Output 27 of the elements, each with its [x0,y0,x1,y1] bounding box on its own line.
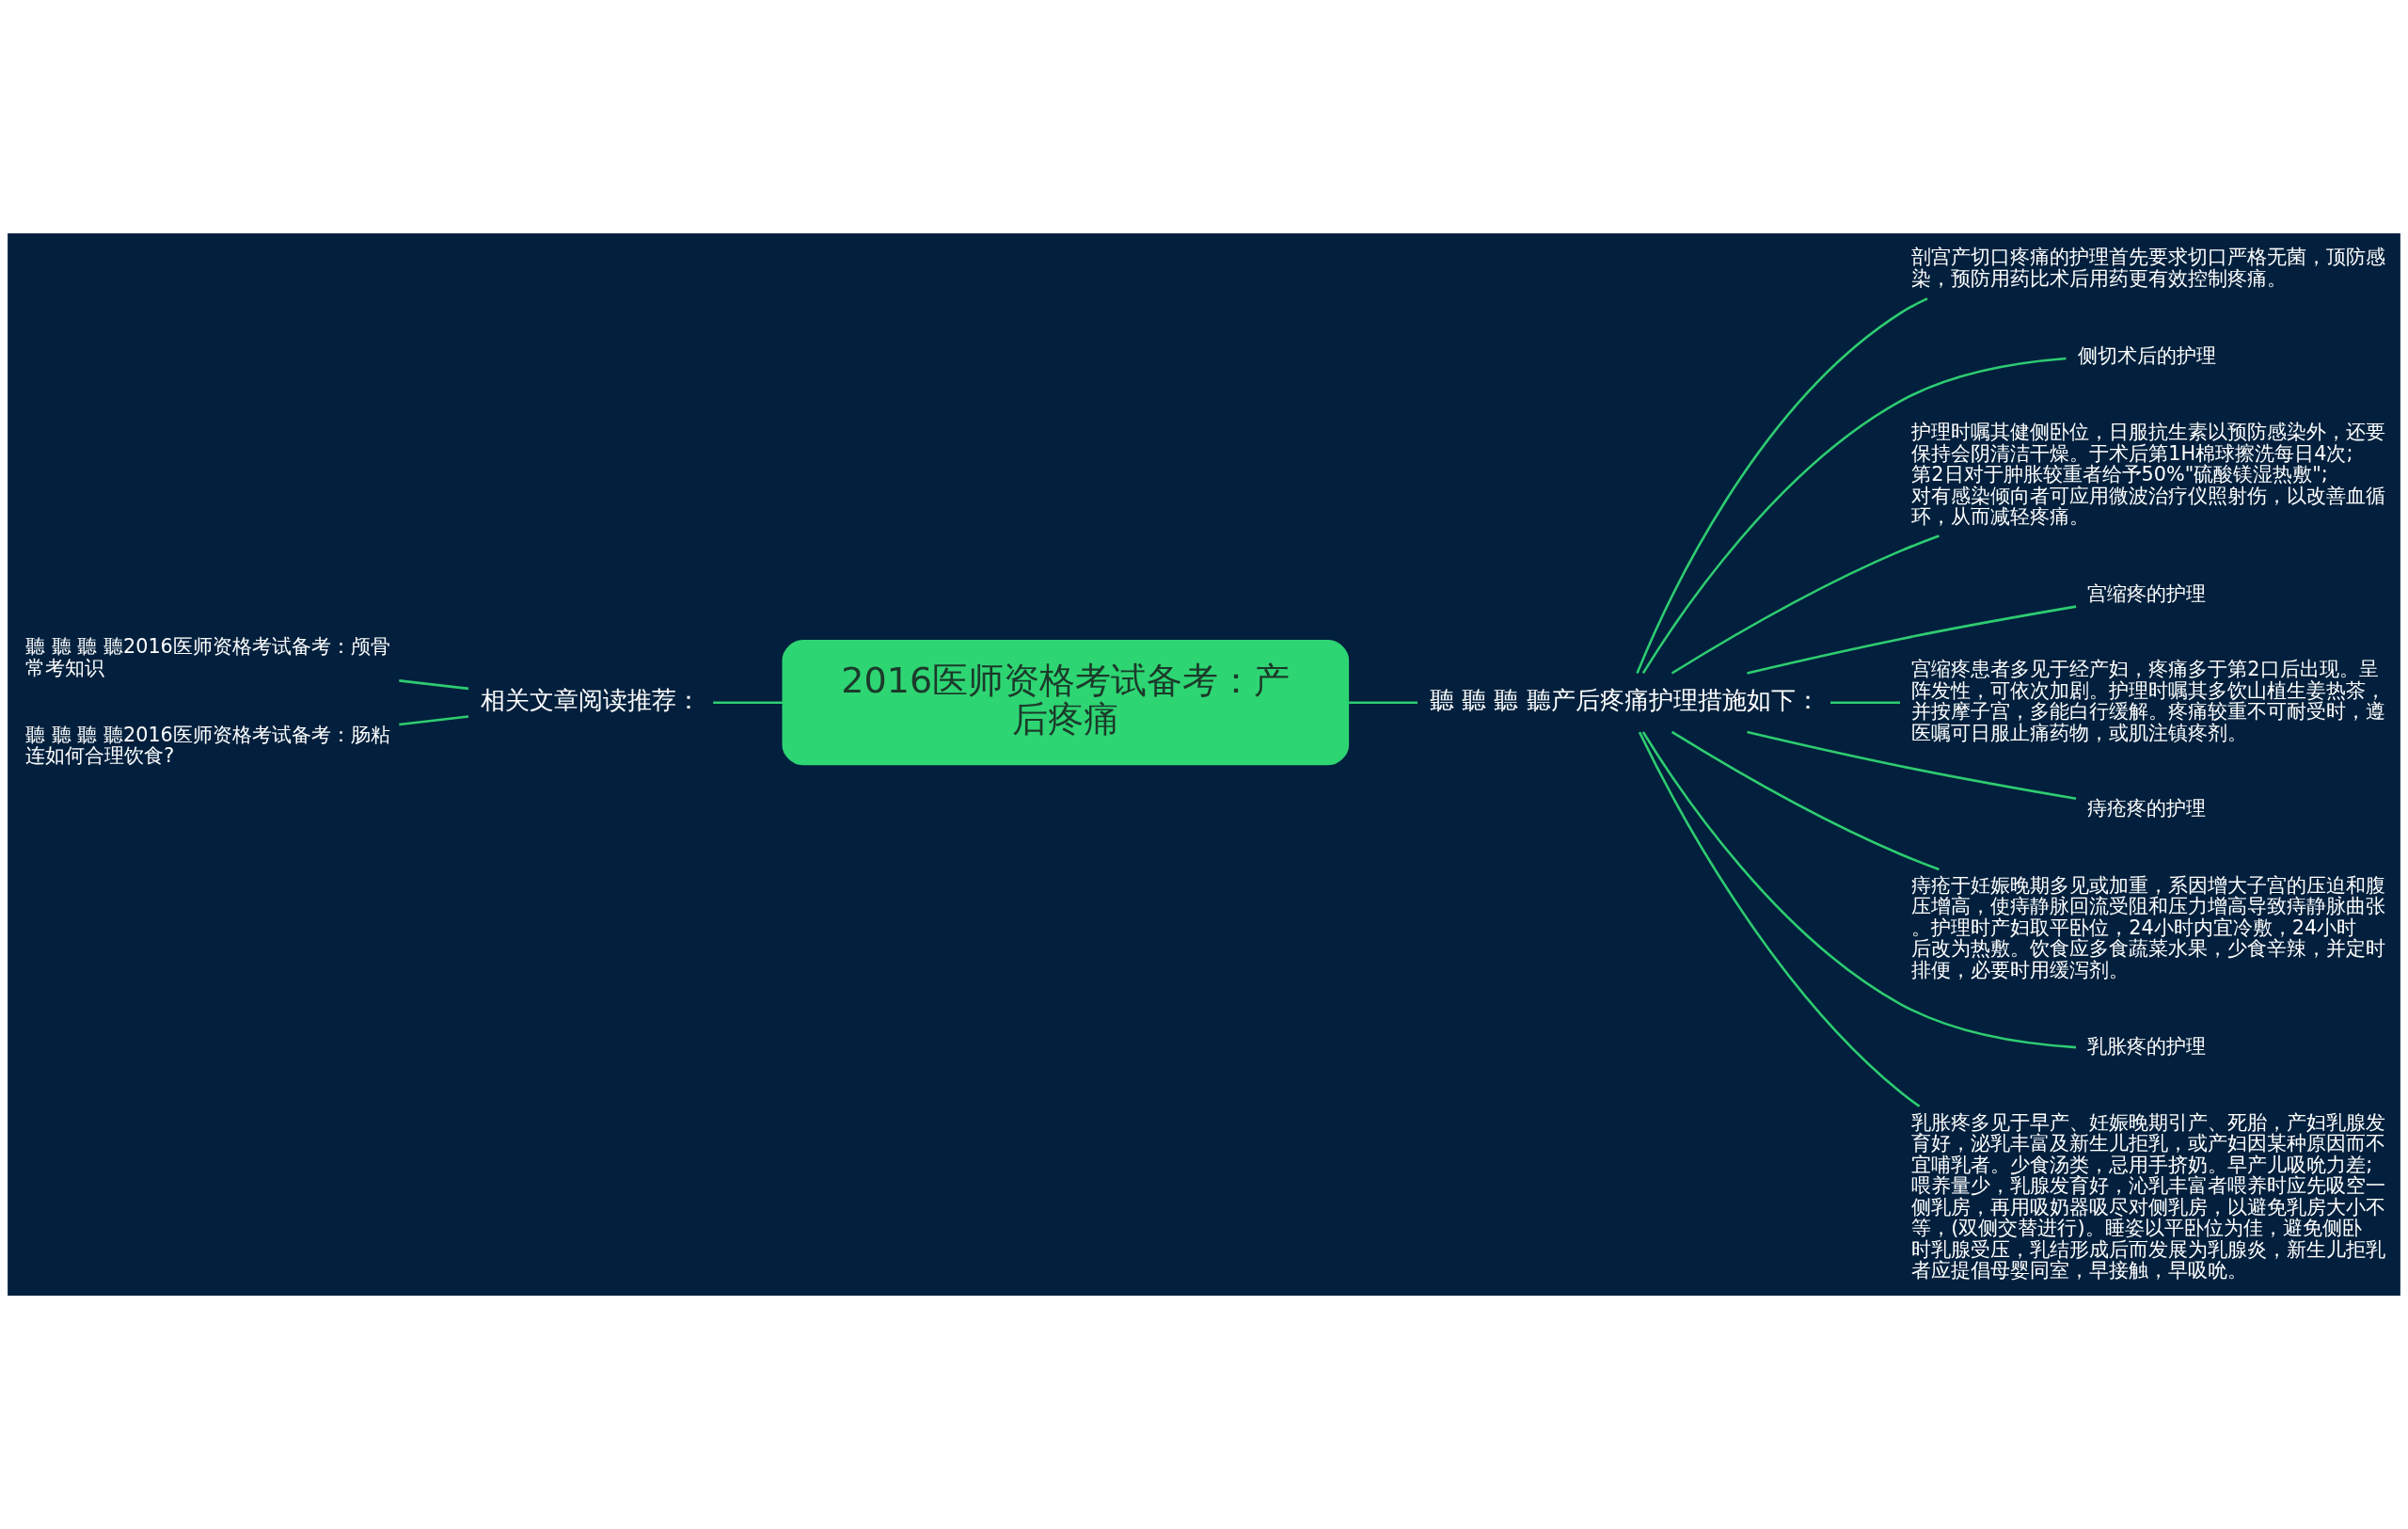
connector [1830,701,1900,704]
connector [1671,534,1940,675]
connector [1747,605,2077,675]
connector [1636,297,1928,674]
connector [1747,730,2077,801]
connector [399,679,469,691]
node-text: 宫缩疼的护理 [2087,581,2207,605]
connector [1641,357,2067,675]
node-text: 剖宫产切口疼痛的护理首先要求切口严格无菌，顶防感染，预防用药比术后用药更有效控制疼痛。 [1911,246,2386,290]
node-text: 痔疮于妊娠晚期多见或加重，系因增大子宫的压迫和腹压增高，使痔静脉回流受阻和压力增高导致痔静脉曲张。护理时产妇取平卧位，24小时内宜冷敷，24小时后改为热敷。饮食应多食蔬菜水果，少食辛辣，并定时排便，必要时用缓泻剂。 [1911,873,2386,981]
node-text: 相关文章阅读推荐： [481,685,702,714]
connector [713,701,784,704]
connector [399,715,469,726]
node-text: 聽 聽 聽 聽产后疼痛护理措施如下： [1429,685,1820,714]
node-text: 侧切术后的护理 [2078,343,2216,367]
connector [1638,731,1921,1107]
node-text: 护理时嘱其健侧卧位，日服抗生素以预防感染外，还要保持会阴清洁干燥。于术后第1H棉球擦洗每日4次;第2日对于肿胀较重者给予50%"硫酸镁湿热敷";对有感染倾向者可应用微波治疗仪照射伤，以改善血循环，从而减轻疼痛。 [1911,421,2386,529]
connector [1671,730,1940,871]
node-text: 痔疮疼的护理 [2087,797,2207,820]
node-text: 乳胀疼的护理 [2087,1035,2207,1059]
connector [1641,731,2077,1049]
node-text: 乳胀疼多见于早产、妊娠晚期引产、死胎，产妇乳腺发育好，泌乳丰富及新生儿拒乳，或产妇因某种原因而不宜哺乳者。少食汤类，忌用手挤奶。早产儿吸吮力差;喂养量少，乳腺发育好，沁乳丰富者喂养时应先吸空一侧乳房，再用吸奶器吸尽对侧乳房，以避免乳房大小不等，(双侧交替进行)。睡姿以平卧位为佳，避免侧卧时乳腺受压，乳结形成后而发展为乳腺炎，新生儿拒乳者应提倡母婴同室，早接触，早吸吮。 [1911,1110,2386,1282]
node-text: 宫缩疼患者多见于经产妇，疼痛多于第2口后出现。呈阵发性，可依次加剧。护理时嘱其多饮山植生姜热茶，并按摩子宫，多能白行缓解。疼痛较重不可耐受时，遵医嘱可日服止痛药物，或肌注镇疼剂。 [1911,658,2386,744]
node-text: 聽 聽 聽 聽2016医师资格考试备考：颅骨常考知识 [25,635,390,679]
node-text: 聽 聽 聽 聽2016医师资格考试备考：肠粘连如何合理饮食? [25,723,390,768]
connector [1349,701,1418,704]
node-box: 2016医师资格考试备考：产后疼痛 [782,640,1350,766]
